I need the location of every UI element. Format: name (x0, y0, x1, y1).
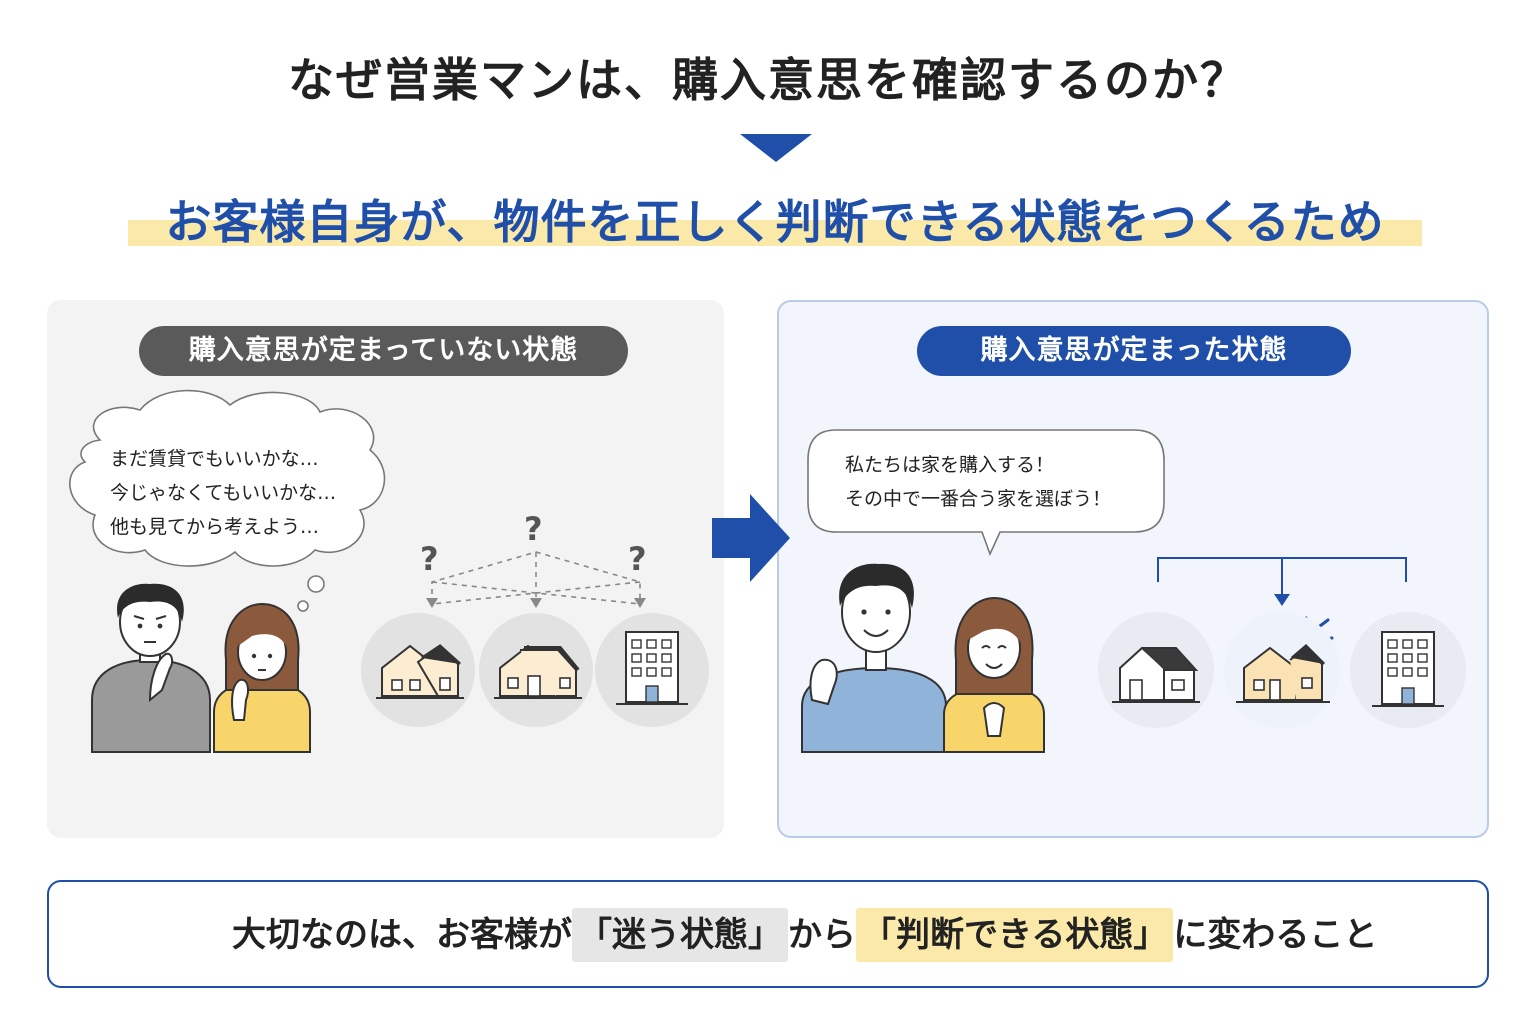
question-mark-center: ? (524, 510, 543, 548)
page-title: なぜ営業マンは、購入意思を確認するのか？ (288, 53, 1248, 107)
option-house-2-icon (479, 613, 593, 727)
selected-house-icon (1224, 612, 1340, 728)
conclusion-part-2: から (788, 915, 856, 955)
selection-bracket (1157, 557, 1407, 598)
dashed-arrowheads (426, 598, 646, 608)
conclusion-part-3: に変わること (1173, 915, 1378, 955)
speech-line-2: その中で一番合う家を選ぼう！ (845, 488, 1112, 510)
decided-building-icon (1350, 612, 1466, 728)
decided-house-1-icon (1098, 612, 1214, 728)
conclusion-highlight-decided: 「判断できる状態」 (856, 908, 1174, 962)
worried-man-icon (91, 583, 211, 753)
selection-arrowhead (1274, 594, 1290, 606)
thought-text: まだ賃貸でもいいかな… 今じゃなくてもいいかな… 他も見てから考えよう… (110, 442, 336, 544)
subtitle-block: お客様自身が、物件を正しく判断できる状態をつくるため (128, 186, 1422, 249)
thought-line-3: 他も見てから考えよう… (110, 516, 320, 538)
confident-man-icon (801, 563, 947, 753)
question-mark-left: ? (420, 540, 439, 578)
undecided-label: 購入意思が定まっていない状態 (139, 326, 628, 376)
speech-text: 私たちは家を購入する！ その中で一番合う家を選ぼう！ (845, 448, 1111, 516)
question-mark-right: ? (628, 540, 647, 578)
subtitle: お客様自身が、物件を正しく判断できる状態をつくるため (165, 195, 1385, 249)
down-arrow-icon (740, 134, 812, 162)
speech-line-1: 私たちは家を購入する！ (845, 454, 1055, 476)
conclusion-part-1: 大切なのは、お客様が (232, 915, 572, 955)
transition-arrow-icon (712, 494, 790, 582)
decided-label: 購入意思が定まった状態 (917, 326, 1351, 376)
thought-cloud-icon (69, 389, 386, 612)
happy-woman-icon (943, 596, 1045, 753)
conclusion-text: 大切なのは、お客様が「迷う状態」から「判断できる状態」に変わること (232, 908, 1377, 962)
uncertain-options-lines (431, 551, 641, 605)
subtitle-highlight (128, 220, 1422, 246)
worried-woman-icon (213, 602, 311, 753)
speech-bubble-icon (807, 429, 1165, 557)
thought-line-2: 今じゃなくてもいいかな… (110, 482, 337, 504)
option-house-1-icon (361, 613, 475, 727)
conclusion-highlight-confused: 「迷う状態」 (572, 908, 788, 962)
thought-line-1: まだ賃貸でもいいかな… (110, 448, 319, 470)
option-building-icon (595, 613, 709, 727)
